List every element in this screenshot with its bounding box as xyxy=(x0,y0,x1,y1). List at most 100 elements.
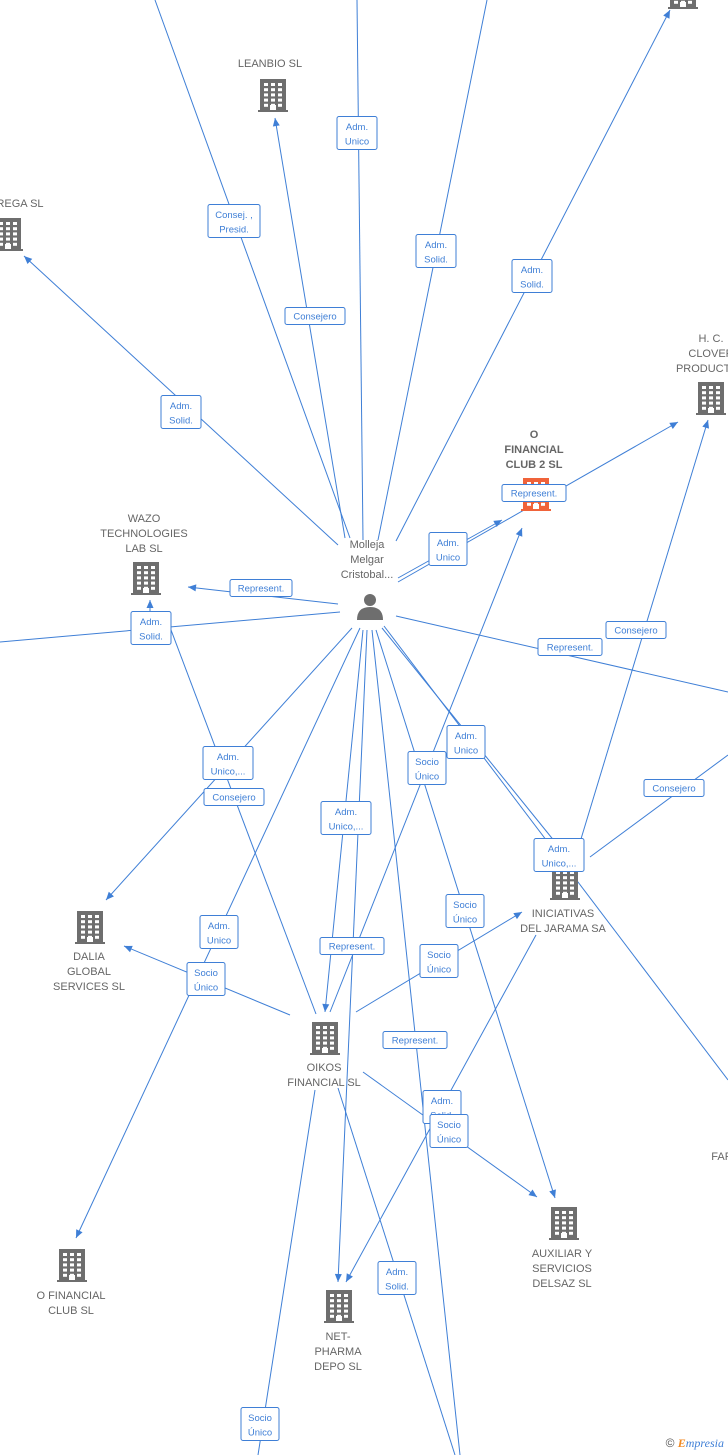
company-node-hc-clover[interactable]: H. C.CLOVERPRODUCTOS xyxy=(676,333,728,415)
building-icon[interactable] xyxy=(324,1290,354,1323)
edge-label-e6[interactable]: Adm.Solid. xyxy=(160,395,202,429)
edge-label-e13[interactable]: Adm.Unico,... xyxy=(202,746,254,780)
person-node[interactable]: MollejaMelgarCristobal... xyxy=(341,539,394,620)
company-node-leanbio[interactable]: LEANBIO SL xyxy=(238,58,302,112)
edge-label-e17[interactable]: Adm.Unico,... xyxy=(320,801,372,835)
company-label: GLOBAL xyxy=(67,966,111,978)
edge-label-text: Unico xyxy=(436,553,460,564)
edge-line xyxy=(274,117,346,539)
edge-label-text: Unico xyxy=(345,137,369,148)
edge-label-e28[interactable]: Adm.Solid. xyxy=(377,1261,417,1295)
building-icon[interactable] xyxy=(75,911,105,944)
edge-arrow xyxy=(146,600,154,608)
edge-label-text: Unico xyxy=(454,746,478,757)
edge-label-e2[interactable]: Consej. ,Presid. xyxy=(207,204,261,238)
company-label: PRODUCTOS xyxy=(676,363,728,375)
building-icon[interactable] xyxy=(550,867,580,900)
edge-label-text: Represent. xyxy=(238,584,284,595)
person-icon[interactable] xyxy=(357,594,383,620)
company-label: CLUB 2 SL xyxy=(506,459,563,471)
company-label: H. C. xyxy=(698,333,723,345)
building-icon[interactable] xyxy=(668,0,698,9)
edge-label-text: Único xyxy=(453,915,477,926)
building-icon[interactable] xyxy=(131,562,161,595)
edge-label-e14[interactable]: Consejero xyxy=(203,788,265,806)
edge-label-e3[interactable]: Adm. Solid. xyxy=(415,234,457,268)
building-icon[interactable] xyxy=(0,218,23,251)
copyright-symbol: © xyxy=(665,1436,675,1450)
building-icon[interactable] xyxy=(258,79,288,112)
edge-label-e18[interactable]: Consejero xyxy=(643,779,705,797)
edge-label-text: Solid. xyxy=(424,255,448,266)
edge-label-text: Socio xyxy=(437,1120,461,1131)
edge-arrow xyxy=(334,1273,342,1282)
company-label: LEANBIO SL xyxy=(238,58,302,70)
building-icon[interactable] xyxy=(549,1207,579,1240)
company-node-top-right[interactable] xyxy=(668,0,698,9)
edge-line xyxy=(573,419,709,863)
company-label: CLUB SL xyxy=(48,1305,94,1317)
company-label: SERVICES SL xyxy=(53,981,125,993)
company-node-far[interactable]: FAR xyxy=(711,1151,728,1163)
edge-label-e7[interactable]: Represent. xyxy=(501,484,567,502)
edge-label-e1[interactable]: Adm.Unico xyxy=(336,116,378,150)
edge-arrow xyxy=(513,912,522,920)
edge-label-e15[interactable]: Adm.Unico xyxy=(446,725,486,759)
edge-label-text: Adm. xyxy=(170,401,192,412)
company-label: TECHNOLOGIES xyxy=(100,528,187,540)
edge-label-text: Represent. xyxy=(511,489,557,500)
edge-label-e19[interactable]: Adm.Unico,... xyxy=(533,838,585,872)
edge-arrow xyxy=(24,256,33,264)
building-icon[interactable] xyxy=(310,1022,340,1055)
company-label: INICIATIVAS xyxy=(532,908,595,920)
edge-label-text: Adm. xyxy=(335,807,357,818)
company-label: PHARMA xyxy=(314,1346,362,1358)
company-node-rega[interactable]: REGA SL xyxy=(0,198,44,251)
edge-label-text: Socio xyxy=(427,950,451,961)
edge-label-e25[interactable]: Represent. xyxy=(382,1031,448,1049)
footer-brand[interactable]: © Empresia xyxy=(666,1436,724,1451)
edge-label-text: Único xyxy=(427,965,451,976)
edge-arrow xyxy=(493,520,502,527)
edge-arrow xyxy=(515,528,523,537)
company-label: REGA SL xyxy=(0,198,44,210)
building-icon[interactable] xyxy=(57,1249,87,1282)
company-label: DEL JARAMA SA xyxy=(520,923,606,935)
edge-label-text: Adm. xyxy=(425,240,447,251)
edge-label-e10[interactable]: Adm.Solid. xyxy=(130,611,172,645)
edge-label-text: Represent. xyxy=(329,942,375,953)
edge-label-text: Consejero xyxy=(212,793,255,804)
edge-label-text: Socio xyxy=(415,757,439,768)
edge-label-e11[interactable]: Consejero xyxy=(605,621,667,639)
edge-label-text: Adm. xyxy=(437,538,459,549)
edge-label-e12[interactable]: Represent. xyxy=(537,638,603,656)
edge-label-e8[interactable]: Adm. Unico xyxy=(428,532,468,566)
edge-label-e21[interactable]: Adm.Unico xyxy=(199,915,239,949)
edge-label-e9[interactable]: Represent. xyxy=(229,579,293,597)
edge-label-text: Consej. , xyxy=(215,210,253,221)
building-icon[interactable] xyxy=(696,382,726,415)
edge-label-e4[interactable]: Adm.Solid. xyxy=(511,259,553,293)
edge-label-e5[interactable]: Consejero xyxy=(284,307,346,325)
company-node-iniciativas[interactable]: INICIATIVAS DEL JARAMA SA xyxy=(520,867,607,935)
edge-label-e22[interactable]: Represent. xyxy=(319,937,385,955)
edge-label-text: Único xyxy=(194,983,218,994)
edge-line xyxy=(377,0,488,541)
edge-label-text: Consejero xyxy=(614,626,657,637)
edge-arrow xyxy=(549,1189,556,1198)
